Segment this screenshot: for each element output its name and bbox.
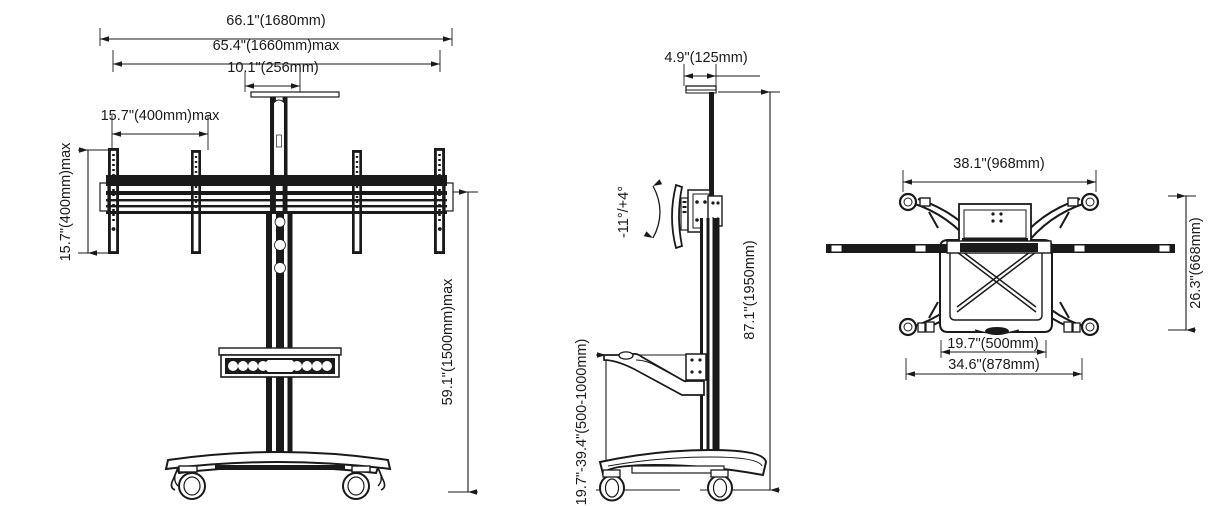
dimlabel-vesa-horizontal: 15.7"(400mm)max: [101, 108, 221, 124]
front-mast-lower: [266, 214, 293, 454]
front-cross-rails: [106, 175, 447, 214]
tilt-angle-indicator: [643, 179, 663, 239]
side-mast-upper: [709, 92, 714, 217]
dimlabel-base-span: 38.1"(968mm): [953, 156, 1044, 172]
dimlabel-overall-width: 66.1"(1680mm): [226, 13, 325, 29]
side-tv-panel: [671, 183, 689, 250]
front-bracket-3: [352, 150, 362, 254]
front-caster-left: [170, 465, 206, 500]
side-caster-left: [599, 469, 625, 502]
side-base: [598, 448, 768, 502]
top-base-plate: [939, 239, 1053, 335]
front-mast-upper: [270, 96, 288, 244]
front-mast-top-plate: [250, 91, 340, 98]
top-mast-head: [958, 203, 1032, 244]
top-caster-ne: [1067, 192, 1100, 212]
dimlabel-base-depth: 26.3"(668mm): [1188, 217, 1204, 308]
front-caster-right: [342, 465, 386, 500]
side-mast-lower: [700, 218, 720, 456]
side-shelf-arm: [603, 351, 707, 396]
dimlabel-top-depth: 4.9"(125mm): [664, 50, 747, 66]
top-view: 38.1"(968mm) 26.3"(668mm) 19.7"(500mm) 3…: [826, 156, 1204, 380]
front-base: [164, 451, 392, 500]
top-casters: [898, 192, 1100, 337]
top-mount-rail: [826, 240, 1175, 254]
front-bracket-2: [191, 150, 201, 254]
side-caster-right: [707, 469, 733, 502]
front-accessory-shelf: [218, 347, 342, 378]
front-view: 66.1"(1680mm) 65.4"(1660mm)max 10.1"(256…: [58, 13, 478, 500]
dimlabel-shelf-height-range: 19.7"-39.4"(500-1000mm): [574, 339, 590, 506]
dimlabel-tilt-angle: -11°/+4°: [616, 186, 632, 238]
dimlabel-outer-width: 34.6"(878mm): [948, 357, 1039, 373]
dimlabel-column-width: 10.1"(256mm): [227, 60, 318, 76]
dimlabel-screen-height-max: 59.1"(1500mm)max: [440, 278, 456, 406]
top-caster-nw: [898, 192, 931, 212]
side-top-plate: [685, 85, 717, 94]
top-caster-sw: [898, 317, 935, 337]
side-view: 4.9"(125mm) -11°/+4° 19.7"-39.4"(500-100…: [574, 50, 780, 505]
dimlabel-overall-height: 87.1"(1950mm): [742, 240, 758, 339]
top-caster-se: [1063, 317, 1100, 337]
dimlabel-screen-width-max: 65.4"(1660mm)max: [213, 38, 341, 54]
dimlabel-vesa-vertical: 15.7"(400mm)max: [58, 142, 74, 262]
dimlabel-inner-width: 19.7"(500mm): [947, 336, 1038, 352]
